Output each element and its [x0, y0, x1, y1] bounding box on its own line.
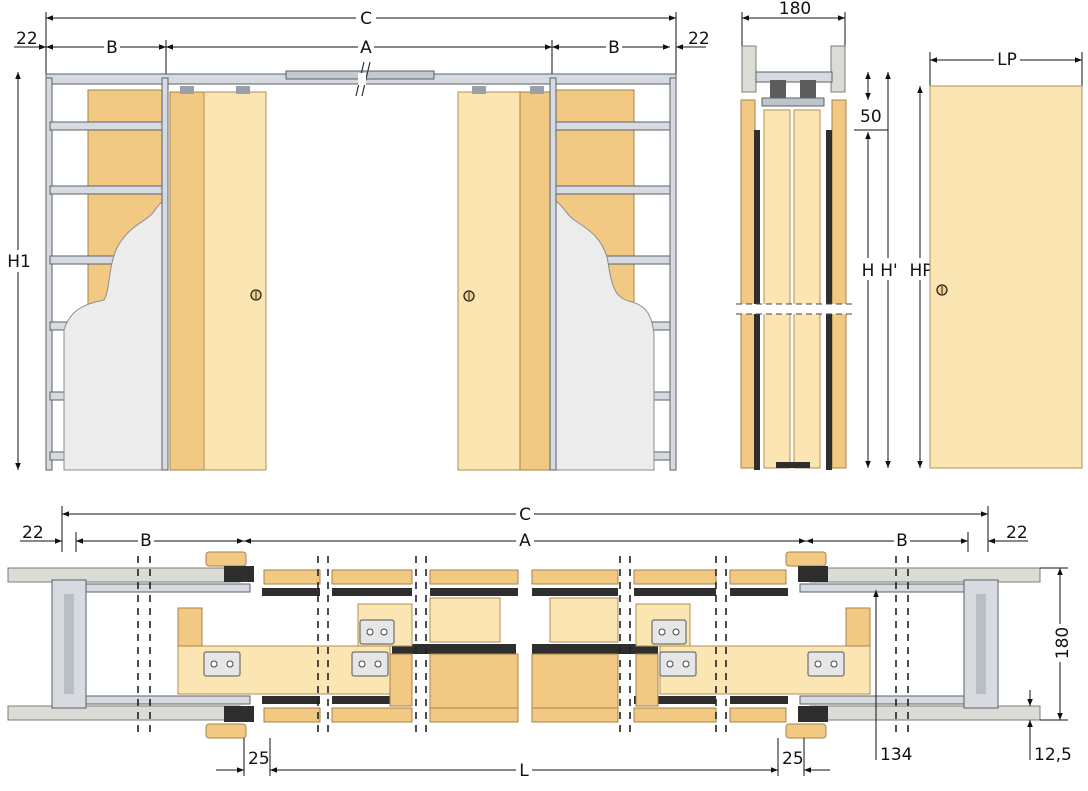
bracket-icon — [807, 651, 845, 677]
front-dim-22-right-label: 22 — [688, 29, 710, 49]
plan-dim-b-right-label: B — [896, 531, 908, 551]
plan-dim-12-5-label: 12,5 — [1034, 745, 1072, 765]
plan-dim-22-left-label: 22 — [22, 523, 44, 543]
plan-dim-c-label: C — [519, 505, 531, 525]
front-dim-b-right-label: B — [608, 38, 620, 58]
door-panel-rect — [929, 85, 1083, 469]
bracket-icon — [351, 651, 389, 677]
section-dim-h-prime-label: H' — [880, 261, 897, 281]
plan-dim-25-left-label: 25 — [248, 749, 270, 769]
front-dim-h1-label: H1 — [7, 252, 31, 272]
plan-dim-b-left-label: B — [140, 531, 152, 551]
bracket-icon — [359, 619, 395, 645]
section-view: 180 50 H H' — [736, 0, 898, 470]
front-view: C B A B 22 22 H1 — [7, 8, 710, 471]
section-dim-180-label: 180 — [779, 0, 811, 19]
right-plaster-cutaway — [553, 199, 655, 471]
panel-dim-hp-label: HP — [909, 261, 932, 281]
left-pocket-frame — [45, 77, 169, 471]
right-pocket-frame — [549, 77, 677, 471]
panel-dim-lp-label: LP — [997, 50, 1017, 70]
plan-view: C B A B 22 22 — [7, 504, 1073, 781]
section-dim-50-label: 50 — [860, 107, 882, 127]
left-door — [169, 86, 267, 471]
bracket-icon — [203, 651, 241, 677]
front-dim-b-left-label: B — [106, 38, 118, 58]
plan-dim-180-label: 180 — [1053, 627, 1073, 659]
front-dim-a-label: A — [360, 38, 372, 58]
bracket-icon — [651, 619, 687, 645]
plan-dim-l-label: L — [519, 761, 529, 781]
front-dim-c-label: C — [360, 9, 372, 29]
bracket-icon — [659, 651, 697, 677]
left-plaster-cutaway — [63, 199, 167, 471]
plan-dim-25-right-label: 25 — [782, 749, 804, 769]
front-dim-22-left-label: 22 — [16, 29, 38, 49]
right-door — [457, 86, 555, 471]
plan-dim-a-label: A — [519, 531, 531, 551]
plan-dim-22-right-label: 22 — [1006, 523, 1028, 543]
section-dim-h-label: H — [862, 261, 875, 281]
plan-dim-134-label: 134 — [880, 745, 912, 765]
door-panel: LP HP — [908, 50, 1083, 469]
